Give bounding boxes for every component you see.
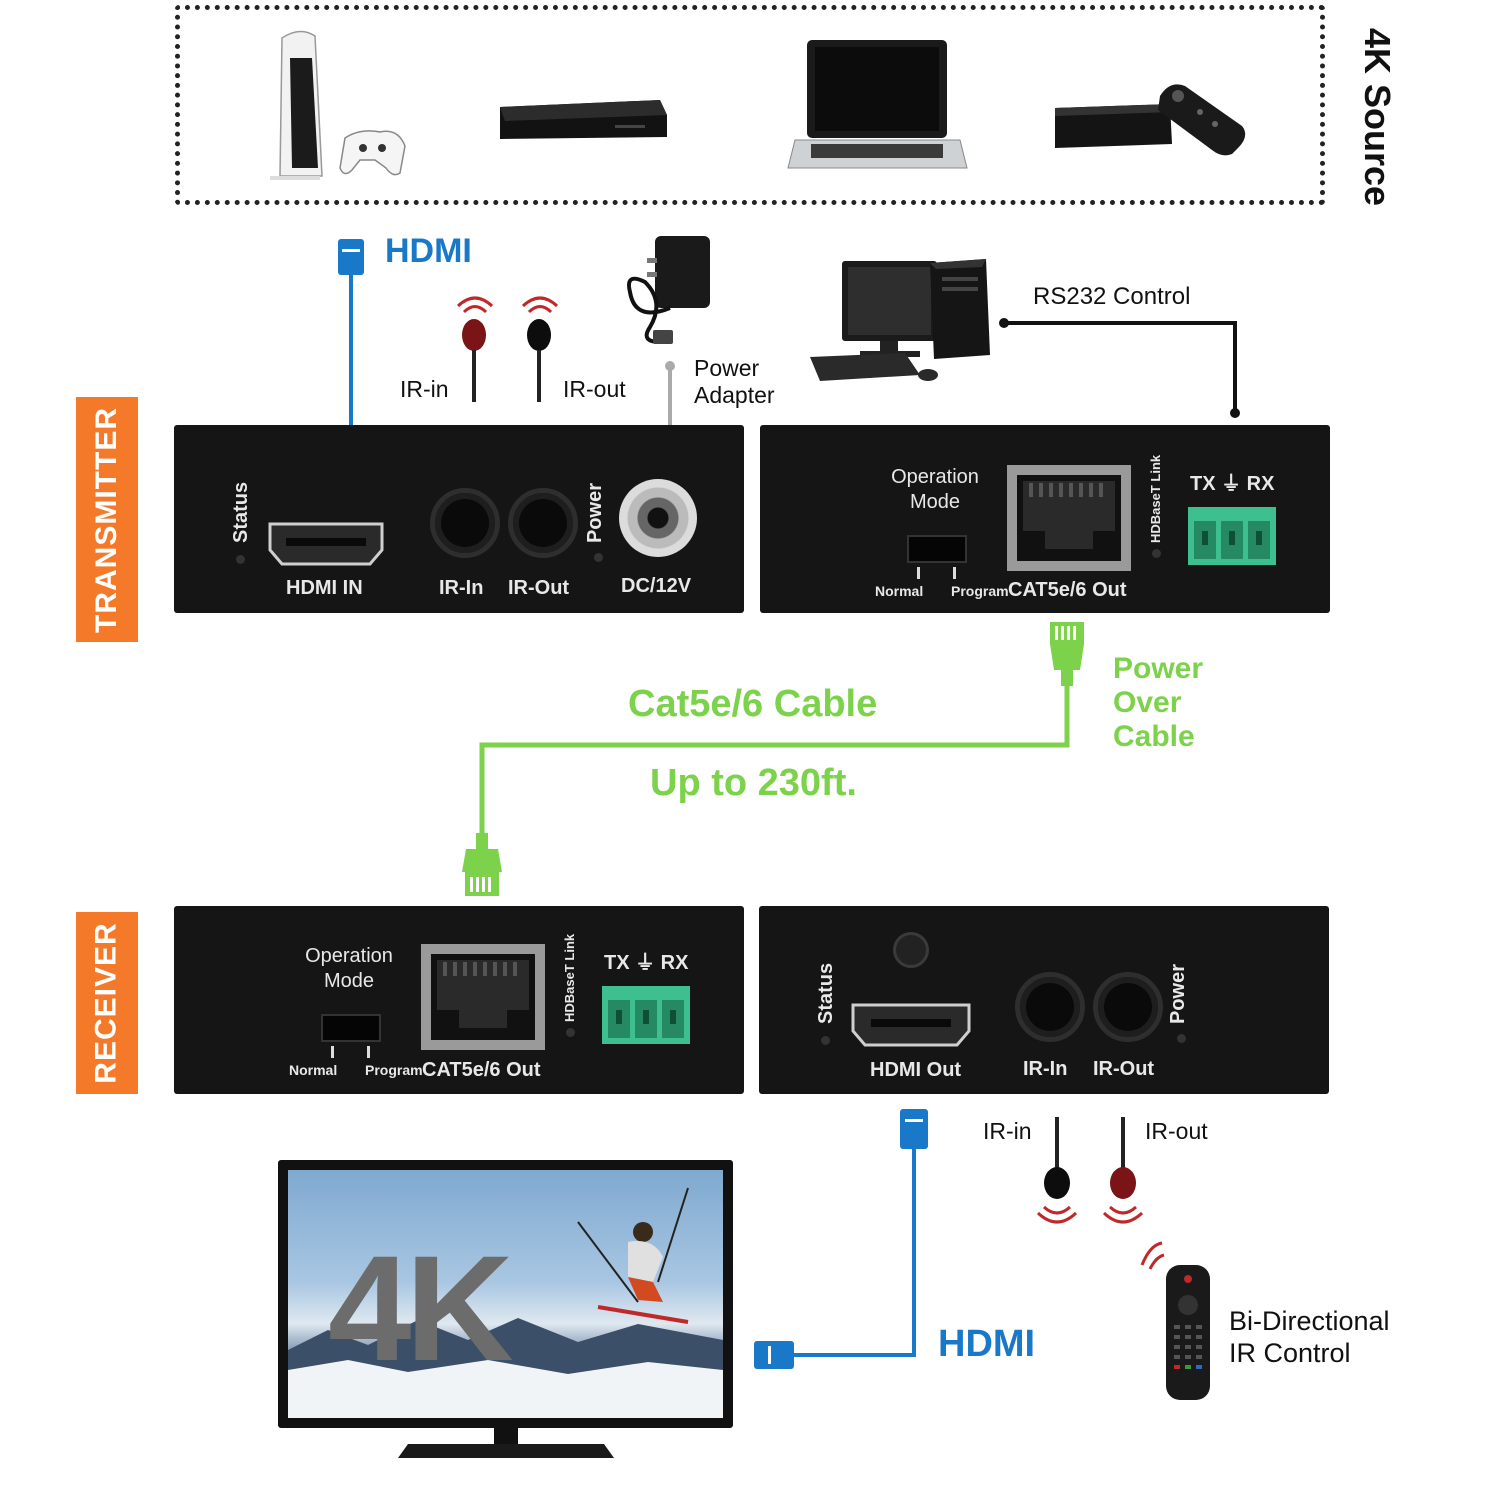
hdbaset-link-led — [566, 1028, 575, 1037]
power-led — [594, 553, 603, 562]
ir-in-sensor-top-icon — [456, 296, 494, 402]
status-led — [236, 555, 245, 564]
tv-4k-text: 4K — [328, 1224, 514, 1392]
txrx-label: TX ⏚ RX — [1190, 473, 1275, 495]
switch-tick-program — [953, 567, 956, 579]
ir-out-jack[interactable] — [1093, 972, 1163, 1042]
program-label: Program — [365, 1062, 423, 1078]
switch-tick-normal — [917, 567, 920, 579]
receiver-back-panel: Operation Mode Normal Program CAT5e/6 Ou… — [174, 906, 744, 1094]
transmitter-front-panel: Status HDMI IN IR-In IR-Out Power DC/12V — [174, 425, 744, 613]
dc-12v-label: DC/12V — [621, 575, 692, 597]
game-console-icon — [270, 30, 406, 180]
status-led — [821, 1036, 830, 1045]
transmitter-back-panel: Operation Mode Normal Program CAT5e/6 Ou… — [760, 425, 1330, 613]
tv-screen: 4K — [288, 1170, 723, 1418]
bidirectional-label-1: Bi-Directional — [1229, 1306, 1390, 1336]
power-adapter-label-2: Adapter — [694, 382, 775, 408]
hdmi-out-label: HDMI Out — [870, 1059, 962, 1081]
power-led-label: Power — [584, 482, 606, 543]
cat-out-port[interactable] — [1005, 463, 1133, 573]
hdbaset-link-label: HDBaseT Link — [562, 933, 577, 1022]
hdbaset-link-led — [1152, 549, 1161, 558]
cat-out-label: CAT5e/6 Out — [1008, 579, 1127, 601]
skier-icon — [577, 1187, 689, 1324]
hdmi-in-port[interactable] — [266, 520, 386, 568]
cat-cable — [462, 622, 1084, 896]
tv-stand — [398, 1428, 614, 1458]
ir-in-label-top: IR-in — [400, 376, 449, 402]
ir-in-sensor-bottom-icon — [1036, 1117, 1078, 1224]
ir-in-jack[interactable] — [430, 488, 500, 558]
rs232-terminal-block[interactable] — [1186, 505, 1278, 567]
power-adapter-label-1: Power — [694, 355, 760, 381]
hdmi-cable-bottom — [754, 1109, 928, 1369]
switch-tick-program — [367, 1046, 370, 1058]
cat-out-port[interactable] — [419, 942, 547, 1052]
ir-out-label-top: IR-out — [563, 376, 626, 402]
operation-mode-switch[interactable] — [907, 535, 967, 563]
poc-label-3: Cable — [1113, 720, 1195, 753]
poc-label-2: Over — [1113, 686, 1182, 719]
ir-out-port-label: IR-Out — [508, 577, 570, 599]
rs232-cable — [999, 318, 1240, 418]
ir-out-jack[interactable] — [508, 488, 578, 558]
ir-out-label-bottom: IR-out — [1145, 1118, 1208, 1144]
bidirectional-label-2: IR Control — [1229, 1338, 1351, 1368]
receiver-front-panel: Status HDMI Out IR-In IR-Out Power — [759, 906, 1329, 1094]
transmitter-tag: TRANSMITTER — [76, 397, 138, 642]
remote-control-icon — [1140, 1241, 1210, 1400]
txrx-label: TX ⏚ RX — [604, 952, 689, 974]
distance-label: Up to 230ft. — [650, 762, 857, 804]
cable-type-label: Cat5e/6 Cable — [628, 683, 878, 725]
ir-in-port-label: IR-In — [439, 577, 484, 599]
operation-mode-switch[interactable] — [321, 1014, 381, 1042]
dc-12v-jack[interactable] — [619, 479, 697, 557]
blu-ray-player-icon — [500, 100, 667, 139]
hdmi-label-bottom: HDMI — [938, 1323, 1036, 1365]
program-label: Program — [951, 583, 1009, 599]
ir-out-emitter-bottom-icon — [1102, 1117, 1144, 1224]
operation-mode-label: Operation Mode — [891, 466, 979, 513]
power-led-label: Power — [1167, 963, 1189, 1024]
rs232-label: RS232 Control — [1033, 283, 1191, 310]
switch-tick-normal — [331, 1046, 334, 1058]
ir-out-emitter-top-icon — [521, 296, 559, 402]
normal-label: Normal — [875, 583, 924, 599]
streaming-box-icon — [1055, 84, 1246, 156]
normal-label: Normal — [289, 1062, 338, 1078]
tv-display: 4K — [278, 1160, 733, 1428]
operation-mode-label: Operation Mode — [305, 945, 393, 992]
ir-in-jack[interactable] — [1015, 972, 1085, 1042]
hdmi-label-top: HDMI — [385, 232, 472, 270]
source-title: 4K Source — [1357, 28, 1398, 207]
hdbaset-link-label: HDBaseT Link — [1148, 454, 1163, 543]
status-led-label: Status — [815, 962, 837, 1024]
status-led-label: Status — [230, 481, 252, 543]
ir-out-port-label: IR-Out — [1093, 1058, 1155, 1080]
rs232-terminal-block[interactable] — [600, 984, 692, 1046]
mountain-icon — [288, 1318, 723, 1418]
mounting-screw — [893, 932, 929, 968]
hdmi-out-port[interactable] — [849, 1001, 973, 1049]
receiver-tag: RECEIVER — [76, 912, 138, 1094]
cat-out-label: CAT5e/6 Out — [422, 1059, 541, 1081]
desktop-computer-icon — [810, 259, 990, 381]
ir-in-label-bottom: IR-in — [983, 1118, 1032, 1144]
power-led — [1177, 1034, 1186, 1043]
ir-in-port-label: IR-In — [1023, 1058, 1068, 1080]
hdmi-in-label: HDMI IN — [286, 577, 363, 599]
poc-label-1: Power — [1113, 652, 1204, 685]
source-devices-frame — [175, 5, 1325, 205]
laptop-icon — [787, 40, 968, 169]
